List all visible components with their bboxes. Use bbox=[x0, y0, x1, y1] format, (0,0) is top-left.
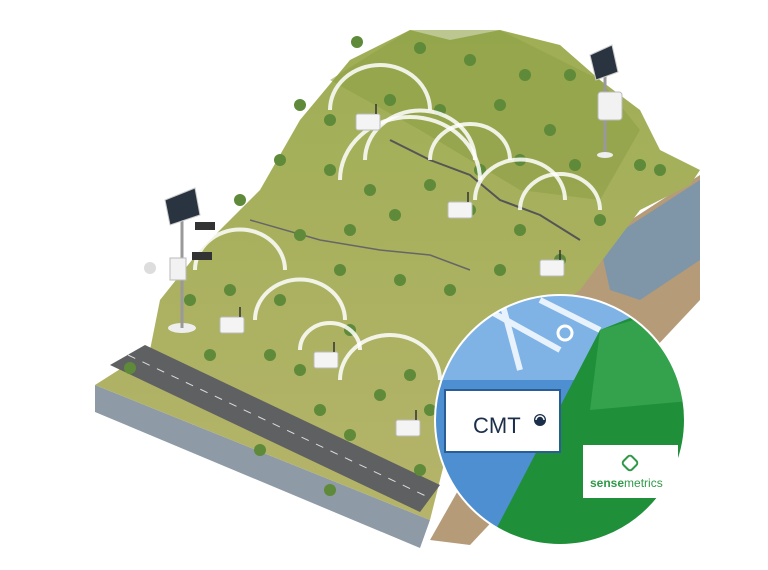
tree bbox=[324, 164, 336, 176]
tree bbox=[424, 179, 436, 191]
signal-arc bbox=[338, 115, 482, 181]
tree bbox=[124, 362, 136, 374]
cliff-front-face bbox=[95, 385, 430, 548]
crack bbox=[389, 139, 581, 241]
tree bbox=[264, 349, 276, 361]
signal-arc bbox=[518, 172, 602, 211]
tree bbox=[184, 294, 196, 306]
tree bbox=[314, 404, 326, 416]
signal-arc bbox=[298, 321, 362, 351]
solar-panel-icon bbox=[589, 44, 619, 81]
weather-station-right bbox=[589, 44, 623, 158]
tree bbox=[224, 284, 236, 296]
tree bbox=[294, 99, 306, 111]
road-center-line bbox=[127, 354, 431, 499]
tree bbox=[514, 224, 526, 236]
weather-station-left bbox=[144, 187, 215, 333]
tree bbox=[274, 154, 286, 166]
signal-arc bbox=[428, 122, 512, 161]
signal-arc bbox=[338, 333, 442, 381]
signal-arc bbox=[363, 108, 477, 161]
tree bbox=[424, 404, 436, 416]
tree bbox=[544, 124, 556, 136]
tree bbox=[324, 484, 336, 496]
sensor-node-icon bbox=[219, 316, 245, 334]
sensor-node-icon bbox=[447, 201, 473, 219]
cliff-right-face bbox=[600, 180, 700, 300]
tree bbox=[324, 114, 336, 126]
tree bbox=[569, 159, 581, 171]
sense-text: sense bbox=[590, 476, 624, 490]
cmt-logo-icon bbox=[534, 414, 546, 426]
tree bbox=[464, 54, 476, 66]
tree bbox=[364, 184, 376, 196]
sensemetrics-card bbox=[583, 445, 678, 498]
tree bbox=[254, 444, 266, 456]
tree bbox=[389, 209, 401, 221]
tree bbox=[654, 164, 666, 176]
tree bbox=[634, 159, 646, 171]
tree bbox=[374, 389, 386, 401]
trees bbox=[124, 36, 666, 496]
tree bbox=[564, 69, 576, 81]
sensor-node-icon bbox=[395, 419, 421, 437]
tree bbox=[344, 429, 356, 441]
tree bbox=[414, 42, 426, 54]
tree bbox=[394, 274, 406, 286]
road bbox=[110, 345, 440, 512]
tree bbox=[351, 36, 363, 48]
tree bbox=[519, 69, 531, 81]
tree bbox=[494, 99, 506, 111]
sensemetrics-logo-icon bbox=[621, 454, 639, 472]
sensor-node-icon bbox=[539, 259, 565, 277]
tree bbox=[344, 224, 356, 236]
signal-arc bbox=[253, 277, 347, 321]
tree bbox=[494, 264, 506, 276]
tree bbox=[404, 369, 416, 381]
signal-arc bbox=[328, 63, 432, 111]
sensor-node-icon bbox=[355, 113, 381, 131]
signal-arc bbox=[473, 157, 567, 201]
tree bbox=[384, 94, 396, 106]
sensors bbox=[219, 104, 565, 437]
tree bbox=[294, 364, 306, 376]
sensor-node-icon bbox=[313, 351, 339, 369]
tree bbox=[334, 264, 346, 276]
cmt-logo-text: CMT bbox=[473, 413, 521, 438]
tree bbox=[234, 194, 246, 206]
tree bbox=[414, 464, 426, 476]
sensemetrics-logo-text: sensemetrics bbox=[590, 476, 663, 490]
tree bbox=[294, 229, 306, 241]
tree bbox=[444, 284, 456, 296]
solar-panel-icon bbox=[164, 187, 201, 226]
tree bbox=[204, 349, 216, 361]
metrics-text: metrics bbox=[624, 476, 663, 490]
tree bbox=[274, 294, 286, 306]
tree bbox=[594, 214, 606, 226]
platform-inset bbox=[435, 295, 685, 545]
